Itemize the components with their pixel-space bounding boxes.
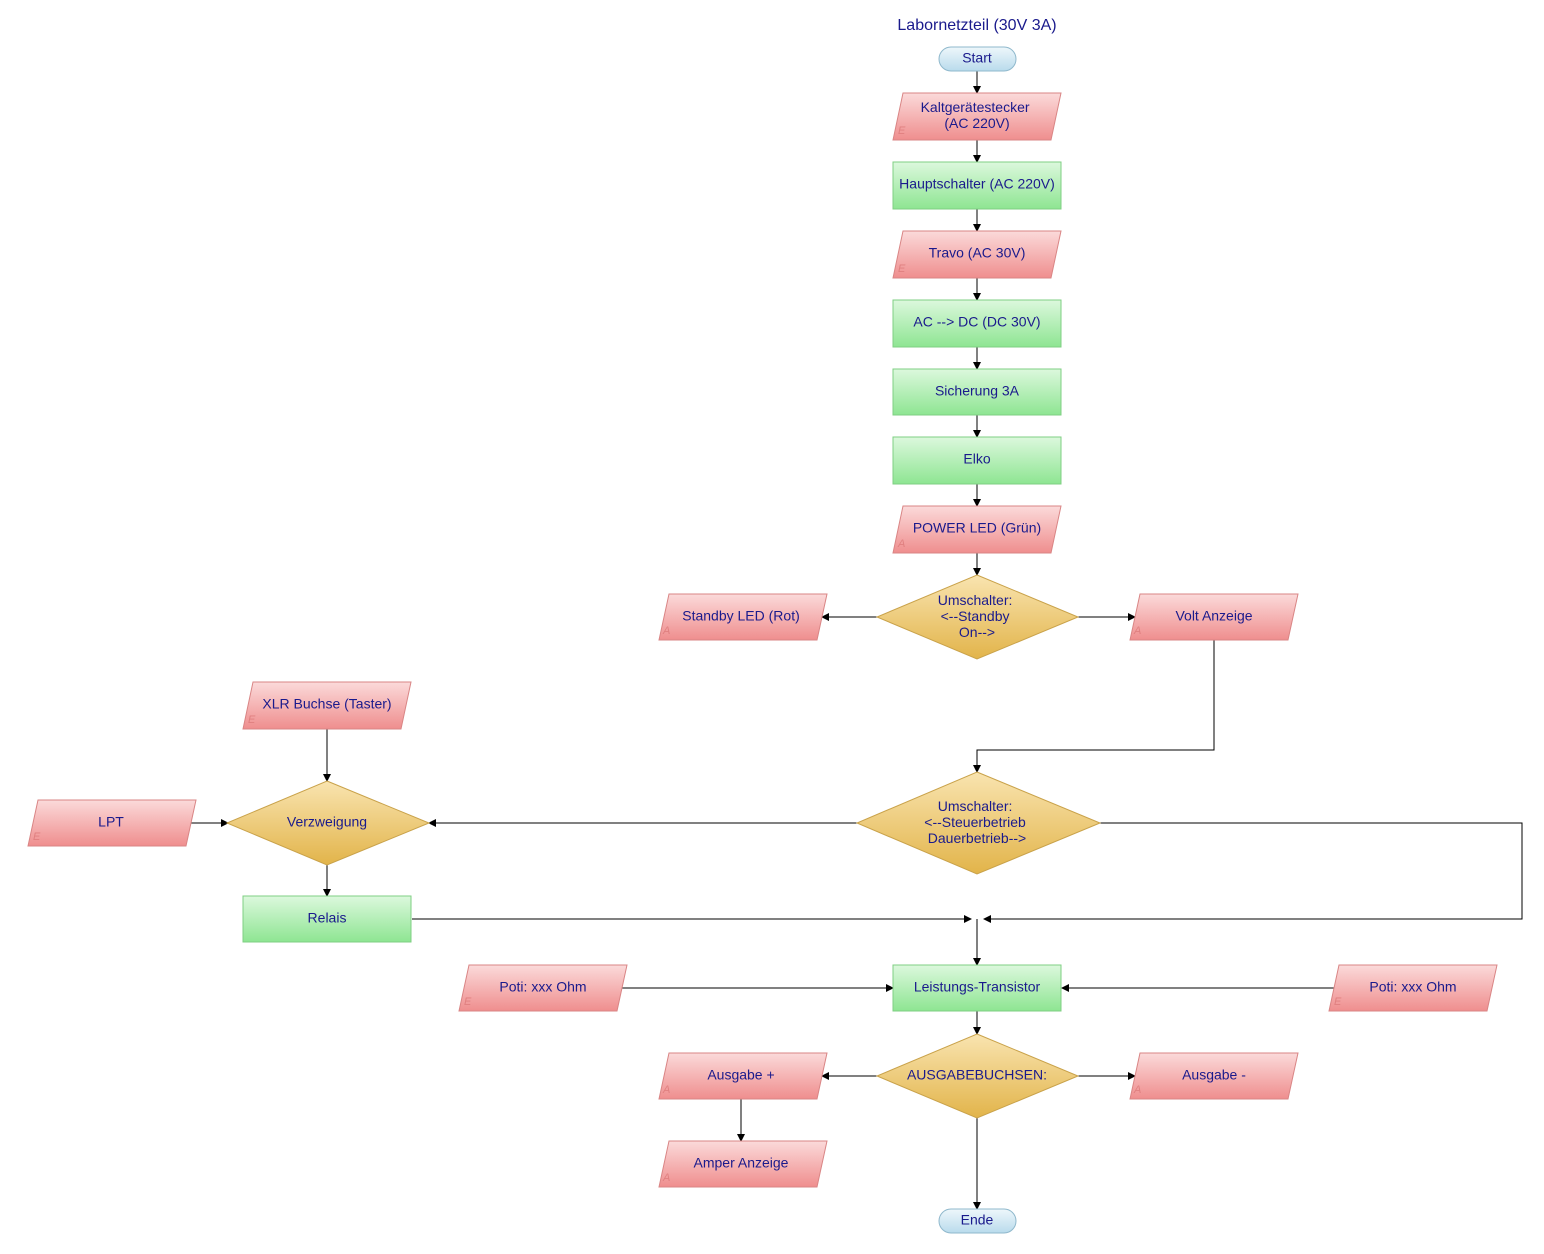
io-standby-led-label: Standby LED (Rot): [682, 608, 800, 624]
io-poti-right: Poti: xxx Ohm E: [1328, 964, 1498, 1012]
terminal-start: Start: [938, 46, 1017, 72]
io-kaltgeraetestecker-label: Kaltgerätestecker (AC 220V): [921, 99, 1034, 131]
decision-umschalter-standby-line-1: Umschalter:: [938, 592, 1013, 608]
io-marker-input: E: [33, 831, 41, 843]
io-kaltgeraetestecker-line-2: (AC 220V): [944, 115, 1009, 131]
io-ausgabe-plus-label: Ausgabe +: [707, 1067, 774, 1083]
terminal-ende-label: Ende: [961, 1212, 994, 1228]
io-kaltgeraetestecker-line-1: Kaltgerätestecker: [921, 99, 1030, 115]
diagram-title: Labornetzteil (30V 3A): [897, 17, 1056, 34]
io-marker-input: E: [248, 714, 256, 726]
decision-umschalter-standby-line-2: <--Standby: [941, 608, 1010, 624]
io-power-led: POWER LED (Grün) A: [892, 505, 1062, 554]
terminal-ende: Ende: [938, 1208, 1017, 1234]
io-ausgabe-minus: Ausgabe - A: [1129, 1052, 1299, 1100]
process-leistungs-transistor-label: Leistungs-Transistor: [914, 979, 1041, 995]
decision-umschalter-betrieb-label: Umschalter: <--Steuerbetrieb Dauerbetrie…: [924, 798, 1029, 846]
process-elko-label: Elko: [963, 451, 990, 467]
io-poti-left: Poti: xxx Ohm E: [458, 964, 628, 1012]
io-power-led-label: POWER LED (Grün): [913, 520, 1041, 536]
io-xlr-buchse: XLR Buchse (Taster) E: [242, 681, 412, 730]
io-standby-led: Standby LED (Rot) A: [658, 593, 828, 641]
decision-ausgabebuchsen: AUSGABEBUCHSEN:: [875, 1033, 1080, 1119]
io-travo: Travo (AC 30V) E: [892, 230, 1062, 279]
io-poti-right-label: Poti: xxx Ohm: [1369, 979, 1456, 995]
process-elko: Elko: [892, 436, 1062, 485]
io-marker-input: E: [898, 125, 906, 137]
io-marker-input: E: [464, 996, 472, 1008]
process-relais-label: Relais: [308, 910, 347, 926]
io-marker-output: A: [662, 625, 670, 637]
process-acdc-label: AC --> DC (DC 30V): [913, 314, 1040, 330]
io-amper-anzeige: Amper Anzeige A: [658, 1140, 828, 1188]
process-sicherung: Sicherung 3A: [892, 368, 1062, 416]
io-lpt-label: LPT: [98, 814, 124, 830]
process-leistungs-transistor: Leistungs-Transistor: [892, 964, 1062, 1012]
io-marker-output: A: [662, 1172, 670, 1184]
io-ausgabe-minus-label: Ausgabe -: [1182, 1067, 1246, 1083]
decision-umschalter-betrieb-line-3: Dauerbetrieb-->: [928, 830, 1026, 846]
process-sicherung-label: Sicherung 3A: [935, 383, 1020, 399]
io-kaltgeraetestecker: Kaltgerätestecker (AC 220V) E: [892, 92, 1062, 141]
io-marker-output: A: [1133, 1084, 1141, 1096]
decision-umschalter-betrieb-line-2: <--Steuerbetrieb: [924, 814, 1026, 830]
process-relais: Relais: [242, 895, 412, 943]
io-marker-input: E: [898, 263, 906, 275]
io-marker-output: A: [897, 538, 905, 550]
decision-umschalter-standby: Umschalter: <--Standby On-->: [875, 574, 1080, 660]
decision-verzweigung: Verzweigung: [225, 780, 431, 866]
decision-umschalter-standby-label: Umschalter: <--Standby On-->: [938, 592, 1017, 640]
io-marker-output: A: [1133, 625, 1141, 637]
io-poti-left-label: Poti: xxx Ohm: [499, 979, 586, 995]
edge-umschalter-betrieb-junction: [983, 822, 1523, 923]
connectors: [191, 71, 1523, 1210]
io-volt-anzeige-label: Volt Anzeige: [1175, 608, 1252, 624]
io-marker-output: A: [662, 1084, 670, 1096]
decision-umschalter-betrieb-line-1: Umschalter:: [938, 798, 1013, 814]
terminal-start-label: Start: [962, 50, 992, 66]
io-travo-label: Travo (AC 30V): [929, 245, 1026, 261]
decision-umschalter-standby-line-3: On-->: [959, 624, 995, 640]
process-acdc: AC --> DC (DC 30V): [892, 299, 1062, 348]
process-hauptschalter-label: Hauptschalter (AC 220V): [899, 176, 1055, 192]
io-volt-anzeige: Volt Anzeige A: [1129, 593, 1299, 641]
io-lpt: LPT E: [27, 799, 197, 847]
io-xlr-buchse-label: XLR Buchse (Taster): [262, 696, 391, 712]
decision-umschalter-betrieb: Umschalter: <--Steuerbetrieb Dauerbetrie…: [855, 771, 1102, 875]
io-ausgabe-plus: Ausgabe + A: [658, 1052, 828, 1100]
io-amper-anzeige-label: Amper Anzeige: [694, 1155, 789, 1171]
io-marker-input: E: [1334, 996, 1342, 1008]
decision-verzweigung-label: Verzweigung: [287, 814, 367, 830]
edge-volt-anzeige-umschalter-betrieb: [973, 640, 1215, 773]
process-hauptschalter: Hauptschalter (AC 220V): [892, 161, 1062, 210]
decision-ausgabebuchsen-label: AUSGABEBUCHSEN:: [907, 1067, 1047, 1083]
